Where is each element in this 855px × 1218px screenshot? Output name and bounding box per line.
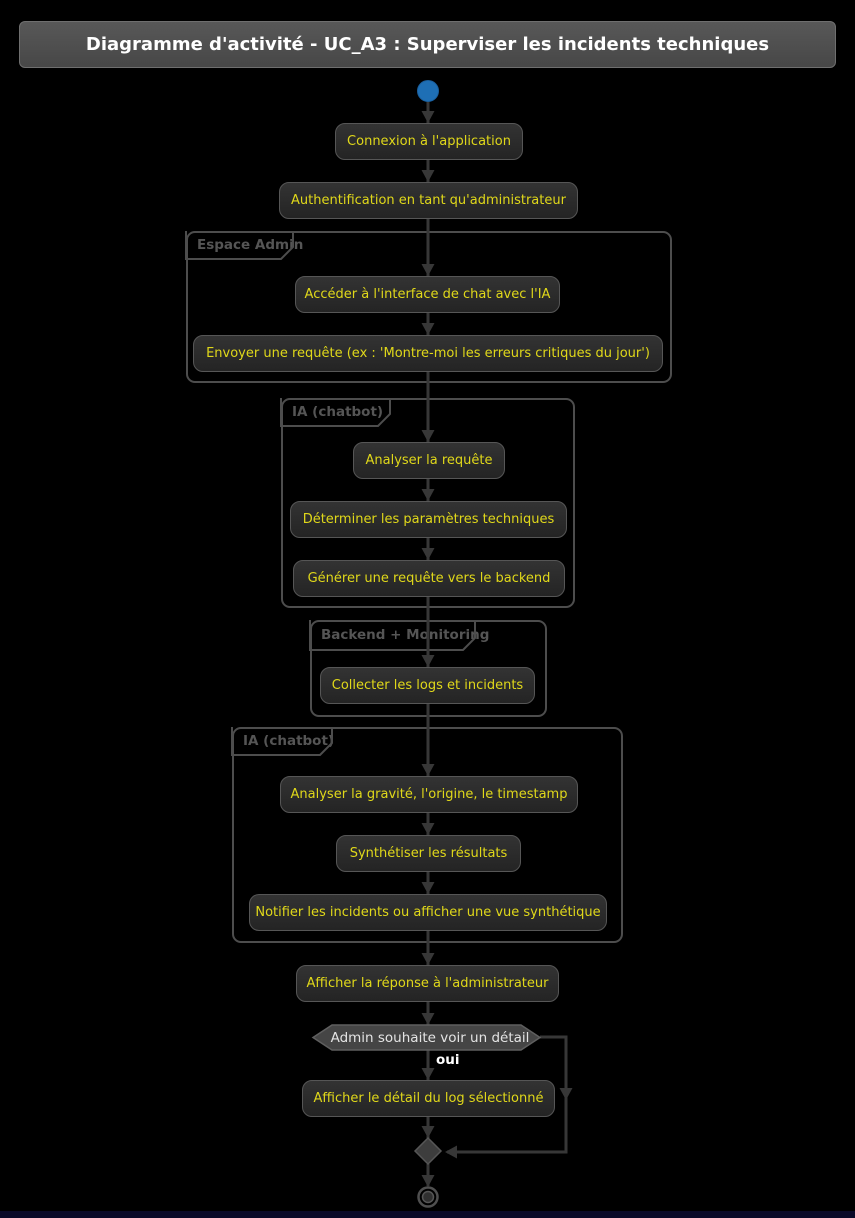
partition-tab-ia-chatbot-1 bbox=[280, 398, 391, 427]
partition-tab-backend-monitoring bbox=[309, 620, 476, 651]
activity-notifier-incidents: Notifier les incidents ou afficher une v… bbox=[249, 894, 607, 931]
bottom-edge-strip bbox=[0, 1211, 855, 1218]
arrowhead bbox=[421, 882, 435, 894]
arrowhead bbox=[421, 823, 435, 835]
branch-label-oui: oui bbox=[436, 1052, 460, 1068]
arrowhead-left bbox=[445, 1145, 457, 1159]
decision-question: Admin souhaite voir un détail bbox=[330, 1029, 530, 1046]
arrowhead bbox=[421, 1175, 435, 1187]
activity-analyser-requete: Analyser la requête bbox=[353, 442, 505, 479]
arrowhead bbox=[421, 1068, 435, 1080]
activity-synthetiser-resultats: Synthétiser les résultats bbox=[336, 835, 521, 872]
arrowhead bbox=[421, 170, 435, 182]
arrowhead bbox=[559, 1088, 573, 1100]
activity-acceder-chat: Accéder à l'interface de chat avec l'IA bbox=[295, 276, 560, 313]
arrowhead bbox=[421, 111, 435, 123]
partition-tab-espace-admin bbox=[185, 231, 294, 260]
partition-label-backend-monitoring: Backend + Monitoring bbox=[321, 627, 490, 643]
activity-collecter-logs: Collecter les logs et incidents bbox=[320, 667, 535, 704]
arrowhead bbox=[421, 489, 435, 501]
arrowhead bbox=[421, 1126, 435, 1138]
diagram-title: Diagramme d'activité - UC_A3 : Supervise… bbox=[85, 34, 770, 55]
activity-afficher-detail: Afficher le détail du log sélectionné bbox=[302, 1080, 555, 1117]
arrowhead bbox=[421, 323, 435, 335]
arrowhead bbox=[421, 430, 435, 442]
activity-analyser-gravite: Analyser la gravité, l'origine, le times… bbox=[280, 776, 578, 813]
diagram-title-bar: Diagramme d'activité - UC_A3 : Supervise… bbox=[19, 21, 836, 68]
activity-generer-requete: Générer une requête vers le backend bbox=[293, 560, 565, 597]
arrowhead bbox=[421, 764, 435, 776]
arrowhead bbox=[421, 953, 435, 965]
partition-tab-ia-chatbot-2 bbox=[231, 727, 333, 756]
end-node-dot bbox=[421, 1190, 435, 1204]
arrowhead bbox=[421, 548, 435, 560]
activity-afficher-reponse: Afficher la réponse à l'administrateur bbox=[296, 965, 559, 1002]
decision-hexagon bbox=[311, 1024, 542, 1051]
end-node-ring bbox=[417, 1186, 439, 1208]
merge-diamond bbox=[413, 1136, 443, 1166]
start-node bbox=[417, 80, 439, 102]
arrowhead bbox=[421, 264, 435, 276]
activity-determiner-parametres: Déterminer les paramètres techniques bbox=[290, 501, 567, 538]
partition-label-ia-chatbot-1: IA (chatbot) bbox=[292, 404, 384, 420]
partition-label-espace-admin: Espace Admin bbox=[197, 237, 304, 253]
activity-envoyer-requete: Envoyer une requête (ex : 'Montre-moi le… bbox=[193, 335, 663, 372]
activity-connexion: Connexion à l'application bbox=[335, 123, 523, 160]
arrowhead bbox=[421, 655, 435, 667]
activity-authentification: Authentification en tant qu'administrate… bbox=[279, 182, 578, 219]
arrowhead bbox=[421, 1013, 435, 1025]
partition-label-ia-chatbot-2: IA (chatbot) bbox=[243, 733, 335, 749]
